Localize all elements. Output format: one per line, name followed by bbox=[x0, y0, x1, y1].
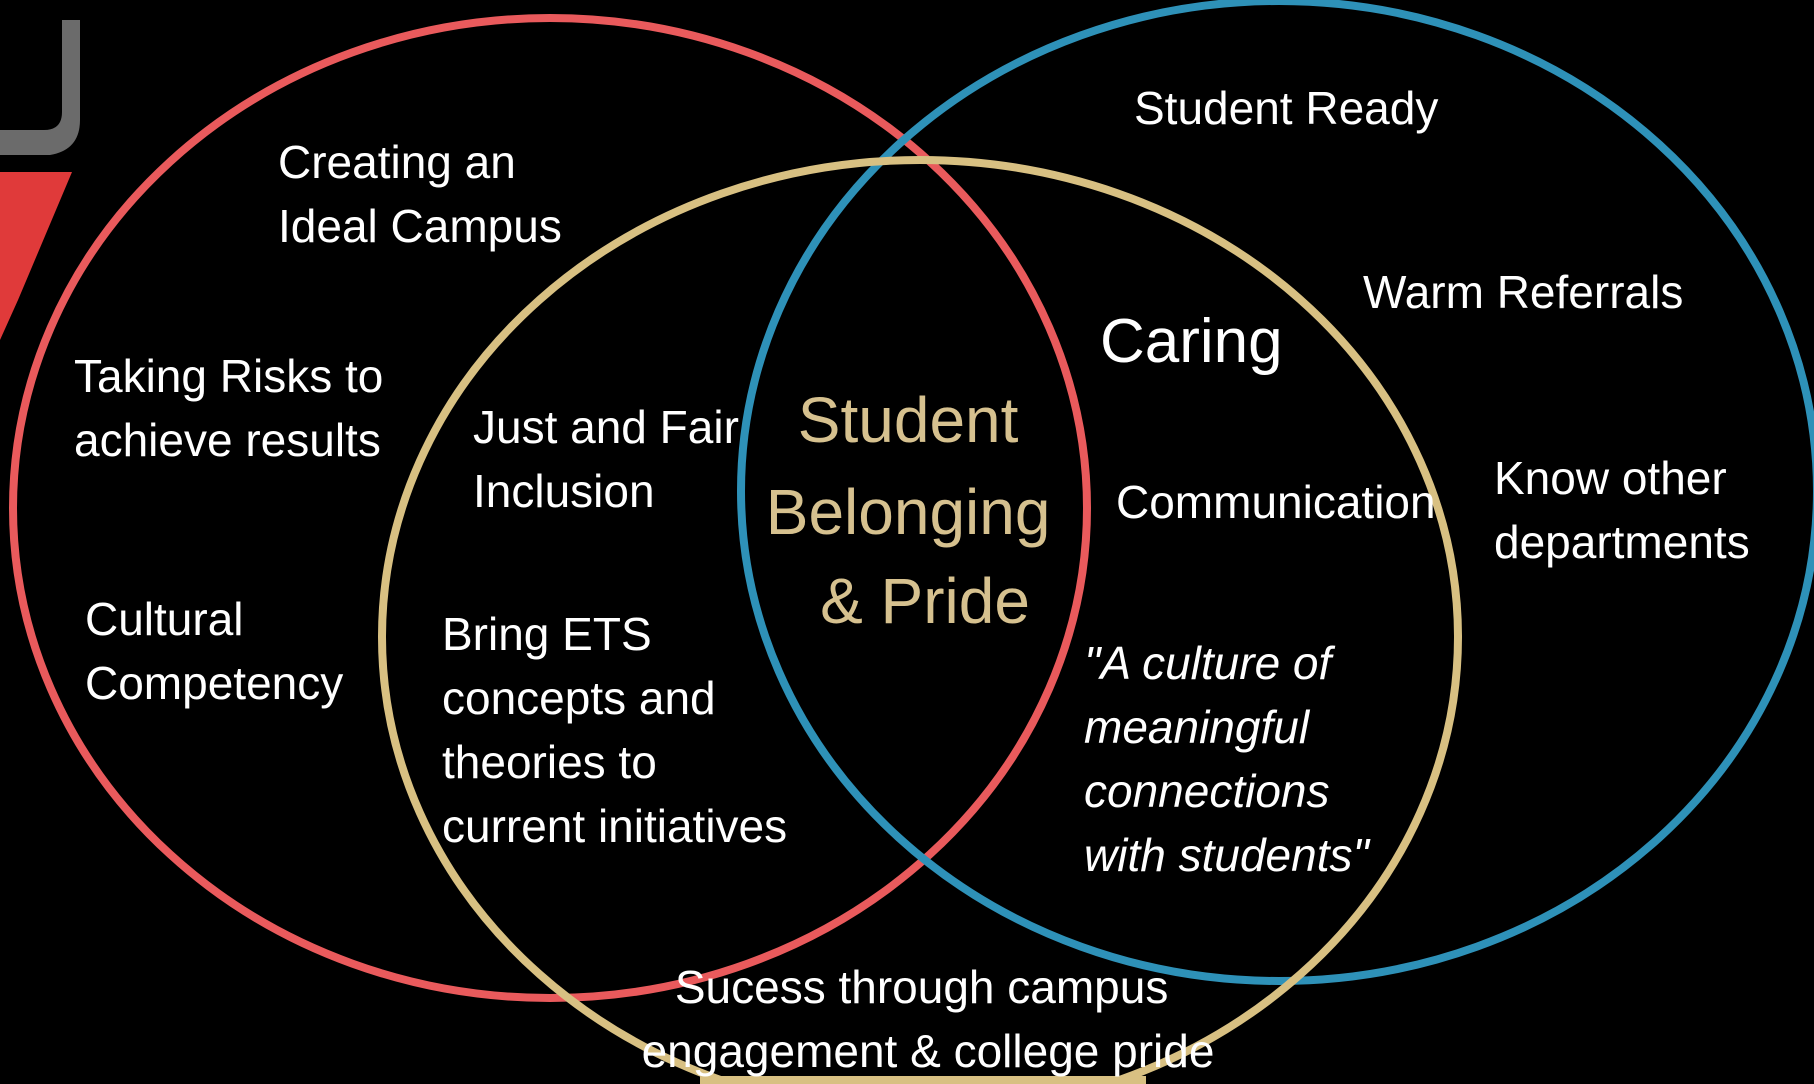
bring-ets-line-2: concepts and bbox=[442, 672, 716, 724]
just-and-fair-line-2: Inclusion bbox=[473, 465, 655, 517]
know-other-departments-line-1: Know other bbox=[1494, 452, 1727, 504]
blue-circle bbox=[737, 0, 1814, 985]
just-and-fair-label: Just and Fair Inclusion bbox=[473, 401, 752, 517]
gold-bottom-bar bbox=[700, 1076, 1146, 1084]
cultural-competency-line-1: Cultural bbox=[85, 593, 244, 645]
just-and-fair-line-1: Just and Fair bbox=[473, 401, 739, 453]
logo-red-stroke bbox=[0, 172, 72, 340]
success-engagement-label: Sucess through campus engagement & colle… bbox=[642, 961, 1215, 1077]
creating-ideal-campus-line-2: Ideal Campus bbox=[278, 200, 562, 252]
student-ready-line-1: Student Ready bbox=[1134, 82, 1438, 134]
warm-referrals-line-1: Warm Referrals bbox=[1363, 266, 1683, 318]
taking-risks-line-1: Taking Risks to bbox=[74, 350, 383, 402]
know-other-departments-line-2: departments bbox=[1494, 516, 1750, 568]
college-logo-fragment bbox=[0, 20, 80, 340]
cultural-competency-line-2: Competency bbox=[85, 657, 343, 709]
culture-quote-line-4: with students" bbox=[1084, 829, 1371, 881]
logo-gray-stroke bbox=[0, 20, 80, 155]
caring-heading: Caring bbox=[1100, 307, 1283, 376]
red-circle bbox=[9, 14, 1091, 1002]
student-ready-label: Student Ready bbox=[1134, 82, 1438, 134]
communication-label: Communication bbox=[1116, 476, 1436, 528]
bring-ets-line-4: current initiatives bbox=[442, 800, 787, 852]
warm-referrals-label: Warm Referrals bbox=[1363, 266, 1683, 318]
center-line-3: & Pride bbox=[820, 565, 1030, 637]
bring-ets-line-3: theories to bbox=[442, 736, 657, 788]
success-engagement-line-1: Sucess through campus bbox=[675, 961, 1169, 1013]
success-engagement-line-2: engagement & college pride bbox=[642, 1025, 1215, 1077]
cultural-competency-label: Cultural Competency bbox=[85, 593, 343, 709]
center-line-1: Student bbox=[798, 384, 1019, 456]
creating-ideal-campus-line-1: Creating an bbox=[278, 136, 516, 188]
culture-quote-line-1: "A culture of bbox=[1084, 637, 1336, 689]
gold-circle bbox=[378, 156, 1462, 1084]
bring-ets-line-1: Bring ETS bbox=[442, 608, 652, 660]
culture-quote-line-2: meaningful bbox=[1084, 701, 1311, 753]
know-other-departments-label: Know other departments bbox=[1494, 452, 1750, 568]
center-line-2: Belonging bbox=[766, 476, 1051, 548]
taking-risks-line-2: achieve results bbox=[74, 414, 381, 466]
communication-line-1: Communication bbox=[1116, 476, 1436, 528]
culture-quote-line-3: connections bbox=[1084, 765, 1330, 817]
bring-ets-label: Bring ETS concepts and theories to curre… bbox=[442, 608, 787, 852]
taking-risks-label: Taking Risks to achieve results bbox=[74, 350, 396, 466]
culture-quote: "A culture of meaningful connections wit… bbox=[1084, 637, 1371, 881]
student-belonging-pride-label: Student Belonging & Pride bbox=[766, 384, 1068, 637]
creating-ideal-campus-label: Creating an Ideal Campus bbox=[278, 136, 562, 252]
